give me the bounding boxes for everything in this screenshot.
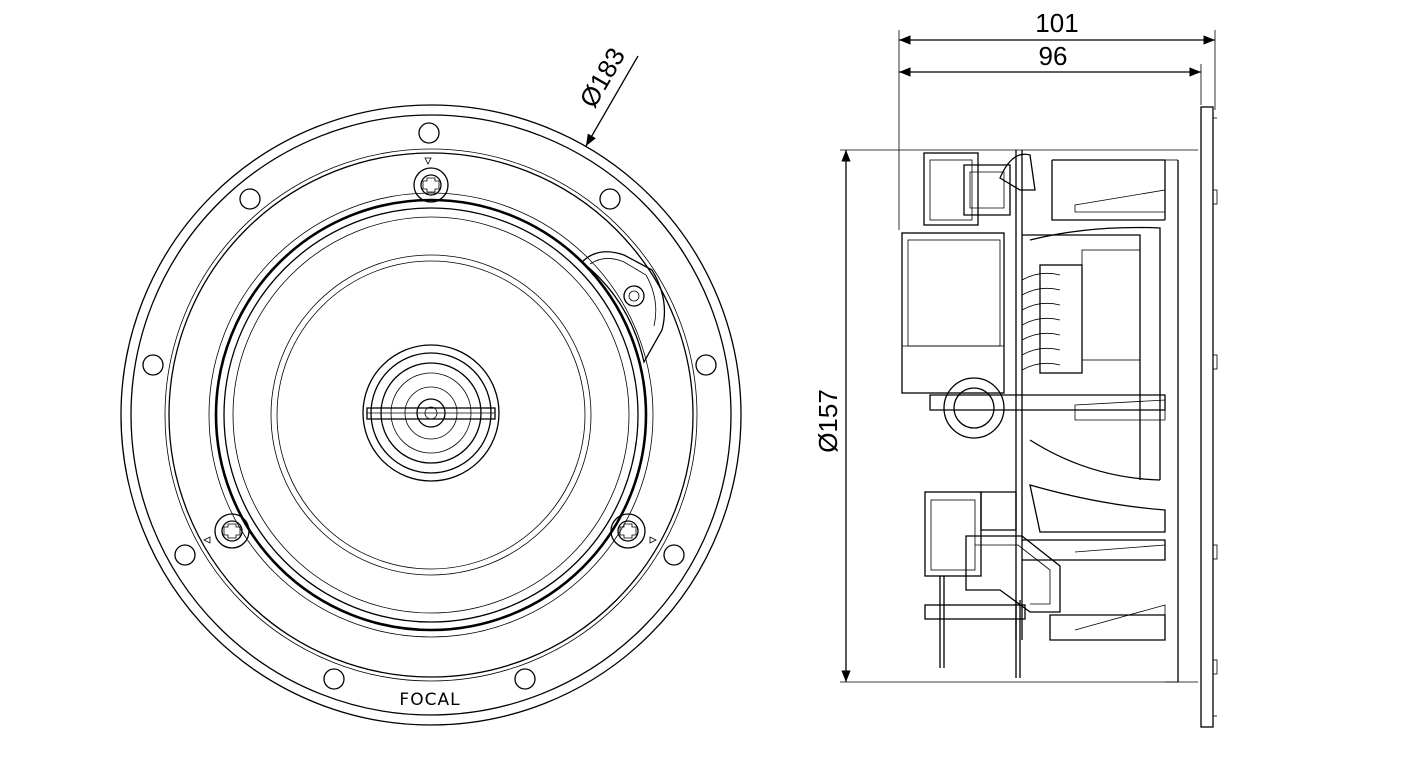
cone-ring — [270, 254, 592, 576]
side-view: 101 96 Ø157 — [813, 8, 1218, 728]
screw-left — [203, 513, 250, 549]
depth-96-label: 96 — [1039, 41, 1068, 71]
cone-ring-inner — [276, 260, 586, 570]
diameter-157-label: Ø157 — [813, 389, 843, 453]
top-clip — [923, 152, 1036, 226]
outer-flange — [120, 104, 742, 726]
basket-upper — [1051, 160, 1165, 221]
grille-ring — [168, 152, 694, 678]
flange-inner-edge — [130, 114, 732, 716]
mounting-feet — [924, 159, 1179, 683]
basket-edge — [208, 192, 654, 638]
surround-outer — [214, 198, 648, 632]
tweeter — [362, 344, 500, 482]
depth-101-label: 101 — [1035, 8, 1078, 38]
diameter-183-leader — [585, 55, 639, 147]
spider — [1021, 249, 1141, 374]
basket-strut — [929, 394, 1166, 411]
diameter-183-label: Ø183 — [573, 42, 631, 112]
tweeter-pivot-tab — [581, 251, 666, 364]
front-plate — [1200, 106, 1214, 728]
terminal-ring — [943, 377, 1005, 439]
magnet — [901, 232, 1005, 394]
cone-edge — [232, 216, 630, 614]
screw-top — [413, 157, 449, 203]
screw-right — [610, 513, 657, 549]
mounting-holes — [142, 122, 717, 690]
mounting-ring — [164, 148, 698, 682]
bottom-clip — [924, 484, 1166, 613]
surround-inner — [223, 207, 639, 623]
front-view: FOCAL Ø183 — [120, 42, 742, 726]
brand-logo: FOCAL — [399, 690, 460, 710]
